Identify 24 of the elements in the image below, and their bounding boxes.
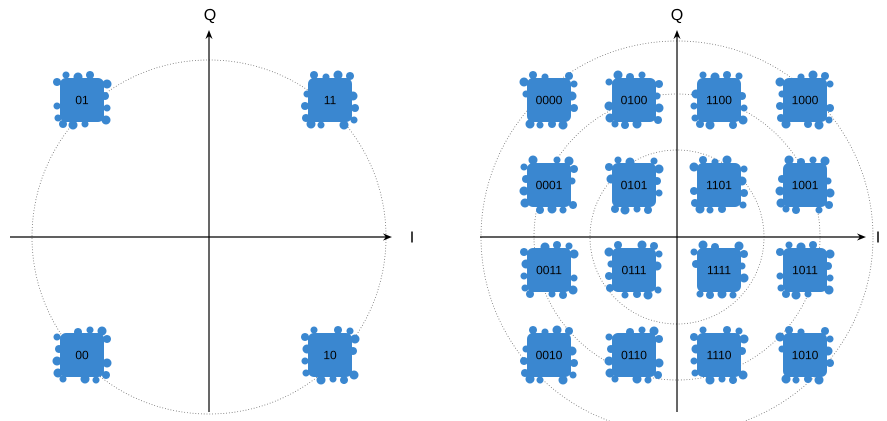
- signal-point-cluster: 0001: [520, 156, 578, 214]
- signal-point-cluster: 10: [301, 326, 360, 384]
- signal-point-cluster: 0010: [520, 326, 578, 384]
- signal-point-cluster: 0000: [520, 71, 578, 130]
- signal-point-cluster: 1000: [776, 70, 834, 130]
- signal-point-cluster: 0111: [604, 240, 662, 300]
- axis-label: I: [411, 232, 413, 242]
- signal-point-cluster: 1010: [776, 326, 834, 384]
- axis-label: Q: [204, 8, 216, 24]
- axis-label: Q: [672, 8, 682, 24]
- signal-point-cluster: 1101: [690, 156, 748, 214]
- signal-point-cluster: 0100: [604, 70, 664, 129]
- signal-point-cluster: 1111: [690, 240, 748, 299]
- signal-point-cluster: 0101: [605, 156, 664, 214]
- signal-point-cluster: 1100: [690, 71, 748, 130]
- signal-point-cluster: 0011: [520, 241, 578, 299]
- signal-point-cluster: 0110: [604, 326, 664, 384]
- signal-point-cluster: 00: [52, 326, 112, 384]
- signal-point-cluster: 1011: [776, 241, 834, 300]
- signal-point-cluster: 1110: [690, 326, 748, 384]
- signal-point-cluster: 01: [53, 71, 112, 130]
- signal-point-cluster: 11: [301, 70, 359, 130]
- axis-label: I: [877, 232, 879, 242]
- signal-point-cluster: 1001: [776, 156, 834, 214]
